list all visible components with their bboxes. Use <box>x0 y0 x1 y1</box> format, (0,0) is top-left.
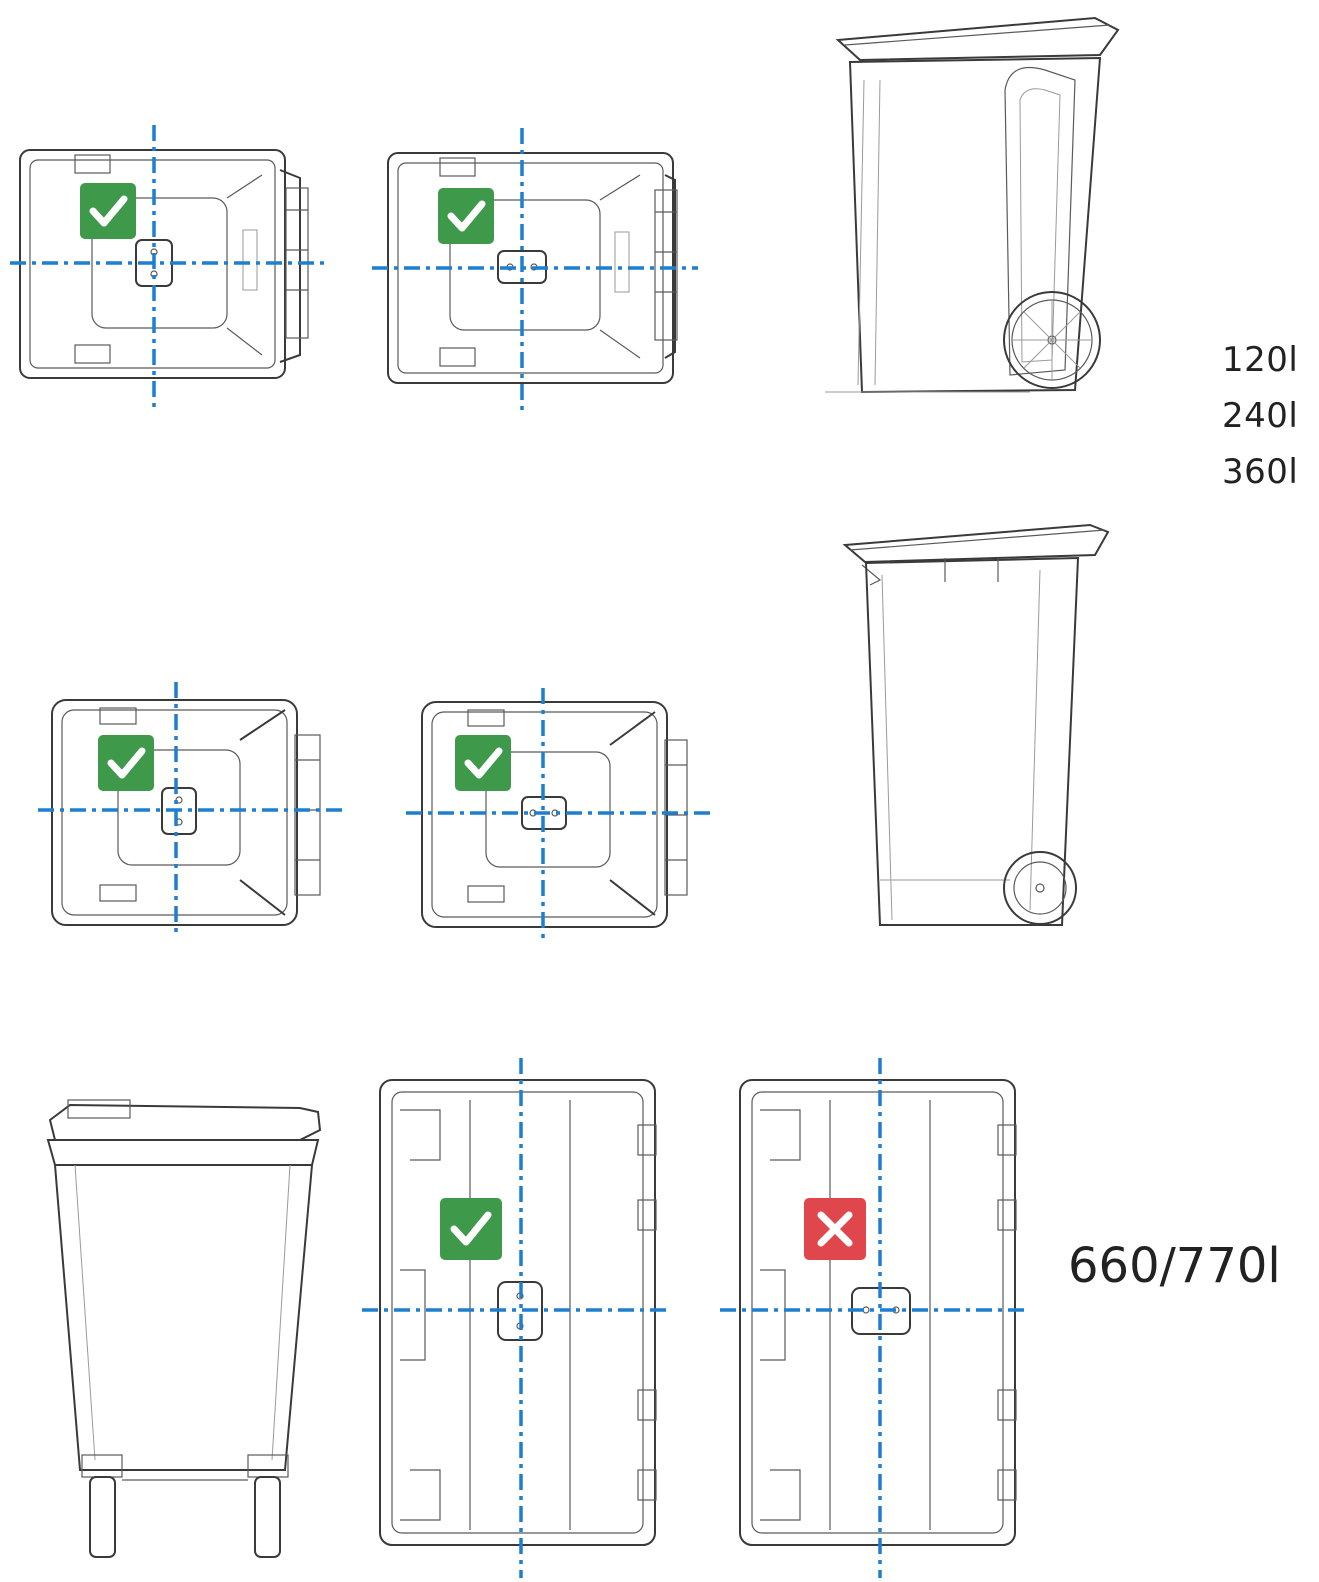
size-label-240: 240l <box>1222 396 1299 436</box>
check-icon <box>455 735 511 791</box>
cross-icon <box>804 1198 866 1260</box>
size-label-660-770: 660/770l <box>1068 1238 1281 1294</box>
top-view-1-horizontal-handle <box>372 128 698 414</box>
check-icon <box>98 735 154 791</box>
side-view-660l-bin <box>46 1099 322 1558</box>
check-icon <box>438 188 494 244</box>
side-view-120l-bin <box>842 523 1110 926</box>
top-view-1-vertical-handle <box>10 125 330 410</box>
size-label-120: 120l <box>1222 340 1299 380</box>
check-icon <box>80 183 136 239</box>
top-view-660l-vertical-handle <box>362 1058 672 1578</box>
top-view-2-vertical-handle <box>38 682 345 938</box>
check-icon <box>440 1198 502 1260</box>
top-view-660l-horizontal-handle <box>720 1058 1030 1578</box>
side-view-240l-bin <box>825 16 1120 394</box>
top-view-2-horizontal-handle <box>406 688 712 940</box>
size-label-360: 360l <box>1222 452 1299 492</box>
